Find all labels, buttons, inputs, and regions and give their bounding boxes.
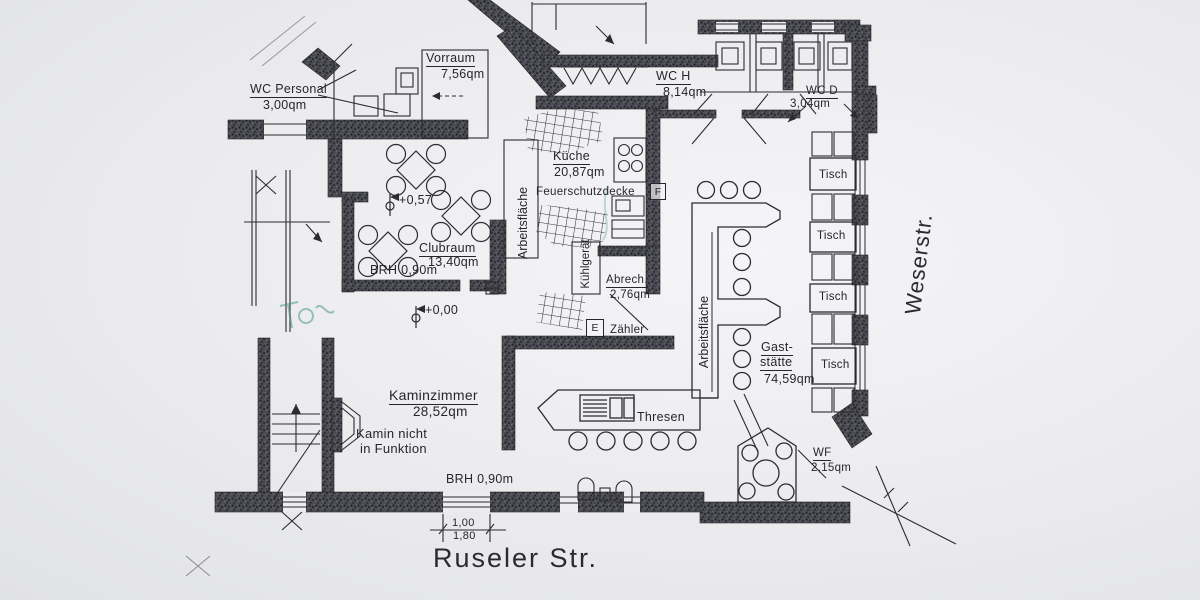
table-round-set: [385, 143, 447, 197]
marker-e: E: [591, 322, 599, 334]
walls: [214, 0, 878, 524]
bar-counter: [537, 202, 781, 431]
label-brh-bottom: BRH 0,90m: [446, 472, 514, 486]
table-round-set: [430, 189, 492, 243]
label-kuehlgeraet: Kühlgerät: [580, 239, 592, 289]
marker-e-box: E: [586, 319, 604, 337]
room-label-vorraum: Vorraum: [426, 51, 476, 67]
label-tisch-3: Tisch: [819, 291, 848, 303]
label-zaehler: Zähler: [610, 324, 645, 336]
room-label-wf: WF: [813, 447, 832, 461]
marker-f: F: [654, 185, 662, 198]
room-area-abrech: 2,76qm: [610, 289, 651, 301]
label-arbeitsflaeche-bar: Arbeitsfläche: [697, 295, 711, 369]
room-area-wc-h: 8,14qm: [663, 85, 707, 99]
label-level-000: +0,00: [425, 303, 459, 317]
room-label-wc-personal: WC Personal: [250, 82, 327, 98]
room-label-clubraum: Clubraum: [419, 241, 476, 257]
table-round-set: [357, 224, 419, 278]
room-area-wc-d: 3,04qm: [790, 98, 831, 110]
bar-stools: [568, 180, 762, 451]
room-label-abrech: Abrech.: [606, 274, 648, 288]
note-kamin-1: Kamin nicht: [356, 426, 428, 441]
note-kamin-2: in Funktion: [360, 441, 427, 456]
label-tisch-4: Tisch: [821, 359, 850, 371]
label-tisch-2: Tisch: [817, 230, 846, 242]
level-markers: [385, 193, 425, 328]
tile-hatch-areas: [524, 108, 608, 330]
room-area-gast: 74,59qm: [764, 372, 815, 386]
corner-bench: [737, 427, 797, 503]
street-ruseler: Ruseler Str.: [433, 543, 599, 573]
room-label-gast-1: Gast-: [761, 340, 794, 356]
marker-f-box: F: [650, 183, 666, 200]
room-area-kueche: 20,87qm: [554, 165, 605, 179]
room-label-gast-2: stätte: [760, 355, 793, 371]
thin-structures: [185, 2, 957, 577]
label-brh-clubraum: BRH 0,90m: [370, 263, 438, 277]
dim-1-80: 1,80: [453, 530, 476, 542]
room-area-clubraum: 13,40qm: [428, 255, 479, 269]
room-label-wc-d: WC D: [806, 85, 838, 99]
bench-seating: [809, 131, 857, 413]
room-area-vorraum: 7,56qm: [441, 67, 485, 81]
room-label-wc-h: WC H: [656, 69, 691, 85]
room-label-kueche: Küche: [553, 149, 590, 165]
room-area-wf: 2,15qm: [811, 462, 852, 474]
label-tisch-1: Tisch: [819, 169, 848, 181]
clubraum-tables: [357, 143, 492, 278]
handwritten-mark: [279, 185, 609, 329]
room-label-kaminzimmer: Kaminzimmer: [389, 387, 478, 405]
window-openings: [264, 22, 866, 512]
room-area-kaminzimmer: 28,52qm: [413, 404, 468, 419]
note-feuerschutzdecke: Feuerschutzdecke: [536, 186, 635, 198]
label-level-057: +0,57: [399, 193, 433, 207]
label-arbeitsflaeche-kitchen: Arbeitsfläche: [516, 186, 530, 260]
label-thresen: Thresen: [637, 410, 685, 424]
room-name: WC Personal: [250, 82, 327, 98]
dim-1-00: 1,00: [452, 517, 475, 529]
room-area-wc-personal: 3,00qm: [263, 98, 307, 112]
thresen-counter: [537, 389, 701, 431]
